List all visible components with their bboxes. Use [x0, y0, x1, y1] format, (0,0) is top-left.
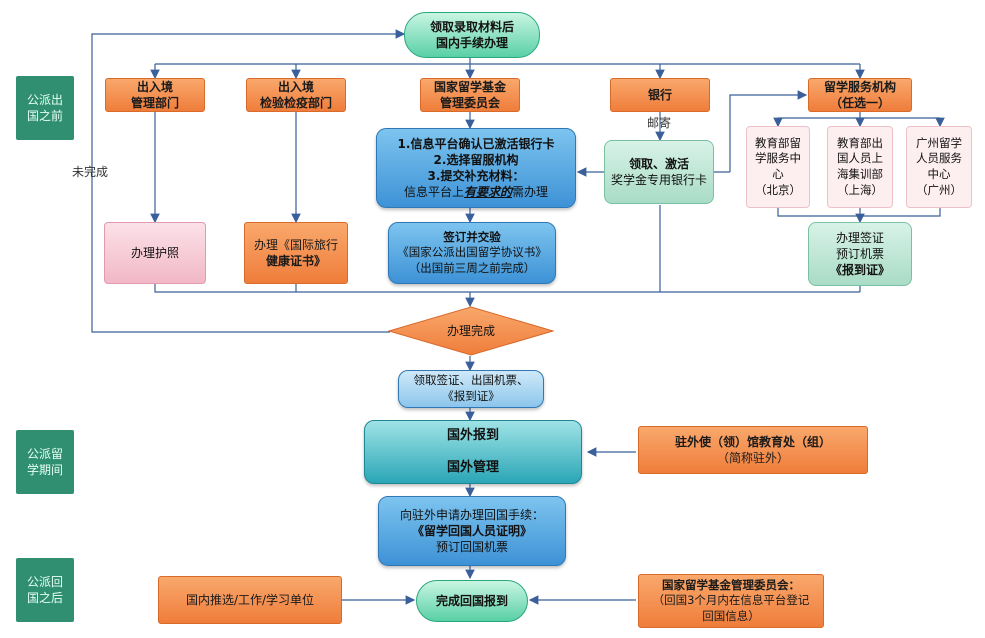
done-diamond	[388, 306, 554, 356]
service-center-guangzhou: 广州留学 人员服务 中心 （广州）	[906, 126, 972, 208]
service-agency-node: 留学服务机构 （任选一）	[808, 78, 912, 112]
health-certificate-node: 办理《国际旅行 健康证书》	[244, 222, 348, 284]
bank-node: 银行	[610, 78, 710, 112]
service-center-beijing: 教育部留 学服务中 心 （北京）	[746, 126, 810, 208]
agreement-node: 签订并交验 《国家公派出国留学协议书》 （出国前三周之前完成）	[388, 222, 556, 284]
return-apply-node: 向驻外申请办理回国手续： 《留学回国人员证明》 预订回国机票	[378, 496, 566, 566]
csc-node: 国家留学基金 管理委员会	[420, 78, 520, 112]
csc-return-node: 国家留学基金管理委员会： （回国3个月内在信息平台登记 回国信息）	[638, 574, 824, 628]
phase-label-before: 公派出国之前	[16, 76, 74, 140]
service-center-shanghai: 教育部出 国人员上 海集训部 （上海）	[827, 126, 893, 208]
collect-node: 领取签证、出国机票、 《报到证》	[398, 370, 544, 408]
quarantine-dept: 出入境 检验检疫部门	[246, 78, 346, 112]
phase-label-during: 公派留学期间	[16, 430, 74, 494]
visa-node: 办理签证 预订机票 《报到证》	[808, 222, 912, 286]
abroad-node: 国外报到 国外管理	[364, 420, 582, 484]
incomplete-label: 未完成	[72, 165, 109, 179]
exit-entry-dept: 出入境 管理部门	[105, 78, 205, 112]
mail-label: 邮寄	[647, 116, 672, 130]
step-3-note: 信息平台上有要求的需办理	[403, 185, 549, 200]
bank-card-node: 领取、激活 奖学金专用银行卡	[604, 140, 714, 204]
start-node: 领取录取材料后 国内手续办理	[404, 12, 540, 58]
home-unit-node: 国内推选/工作/学习单位	[158, 576, 342, 624]
embassy-node: 驻外使（领）馆教育处（组） （简称驻外）	[638, 426, 868, 474]
return-report-node: 完成回国报到	[416, 580, 528, 622]
csc-steps-box: 1.信息平台确认已激活银行卡 2.选择留服机构 3.提交补充材料： 信息平台上有…	[376, 128, 576, 208]
passport-node: 办理护照	[104, 222, 206, 284]
phase-label-after: 公派回国之后	[16, 558, 74, 622]
done-label: 办理完成	[446, 323, 495, 338]
